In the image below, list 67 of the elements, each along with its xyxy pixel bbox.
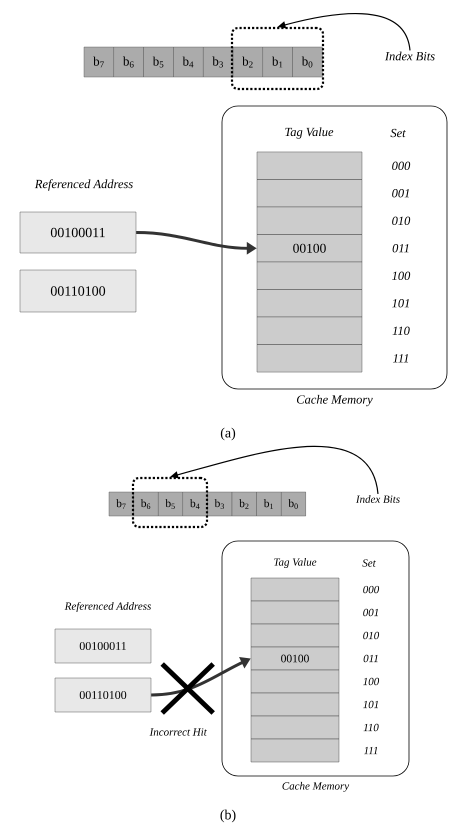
italic-label: Referenced Address — [34, 179, 133, 191]
node-label: Cache Memory — [296, 394, 373, 406]
tag-cell — [256, 344, 362, 372]
bit-cell: b$_{4}$ — [173, 46, 204, 78]
set-number: 001 — [363, 608, 378, 616]
tag-cell — [256, 152, 362, 180]
bit-cell: b$_{6}$ — [114, 46, 144, 78]
set-number: 101 — [363, 700, 378, 708]
set-number: 110 — [392, 326, 410, 335]
italic-label: Tag Value — [285, 127, 334, 139]
tag-cell: 00100 — [250, 646, 340, 670]
tag-cell — [256, 262, 362, 290]
tag-cell — [256, 316, 362, 345]
tag-cell — [250, 738, 340, 762]
set-number: 100 — [363, 678, 380, 686]
panel-caption: (b) — [220, 810, 236, 822]
address-box: 00100011 — [20, 212, 136, 254]
bit-cell: b$_{6}$ — [133, 492, 158, 516]
address-box: 00110100 — [54, 678, 152, 712]
index-bits-text: Index Bits — [356, 495, 400, 503]
bit-cell: b$_{0}$ — [281, 492, 306, 516]
bit-cell: b$_{4}$ — [182, 492, 208, 516]
set-number: 100 — [392, 272, 410, 280]
italic-label: Set — [362, 559, 376, 567]
bit-cell: b$_{0}$ — [292, 46, 323, 78]
node-label: Cache Memory — [282, 782, 350, 792]
tag-cell: 00100 — [256, 234, 362, 262]
set-number: 101 — [392, 299, 409, 308]
set-number: 110 — [364, 724, 379, 732]
italic-label: Referenced Address — [64, 602, 151, 612]
bit-cell: b$_{7}$ — [108, 492, 134, 516]
tag-cell — [250, 692, 340, 716]
bit-cell: b$_{7}$ — [84, 46, 114, 78]
set-number: 000 — [392, 162, 410, 170]
bit-cell: b$_{5}$ — [143, 46, 174, 78]
tag-cell — [250, 670, 340, 694]
bit-cell: b$_{5}$ — [158, 492, 183, 516]
dotted-frame — [132, 476, 208, 528]
dotted-frame — [230, 26, 324, 90]
index-bits-text: Index Bits — [384, 52, 435, 60]
tag-cell — [250, 600, 340, 624]
set-number: 011 — [364, 654, 378, 662]
address-box: 00110100 — [20, 270, 136, 312]
panel-caption: (a) — [220, 428, 236, 440]
tag-cell — [256, 289, 362, 318]
tag-cell — [256, 206, 362, 235]
tag-cell — [250, 624, 340, 648]
tag-cell — [250, 578, 340, 602]
bit-cell: b$_{1}$ — [262, 46, 293, 78]
tag-cell — [250, 716, 340, 740]
set-number: 111 — [364, 746, 378, 754]
tag-cell — [256, 179, 362, 208]
set-number: 010 — [392, 216, 410, 226]
bit-cell: b$_{3}$ — [207, 492, 232, 516]
set-number: 111 — [393, 354, 408, 362]
bit-cell: b$_{1}$ — [256, 492, 282, 516]
edge-label: Incorrect Hit — [150, 728, 207, 736]
set-number: 010 — [363, 632, 380, 640]
bit-cell: b$_{3}$ — [203, 46, 234, 78]
address-box: 00100011 — [54, 628, 152, 664]
set-number: 000 — [363, 586, 380, 594]
set-number: 011 — [392, 244, 409, 252]
bit-cell: b$_{2}$ — [232, 492, 257, 516]
italic-label: Set — [390, 128, 406, 138]
set-number: 001 — [392, 189, 409, 198]
bit-cell: b$_{2}$ — [232, 46, 263, 78]
italic-label: Tag Value — [274, 558, 316, 568]
